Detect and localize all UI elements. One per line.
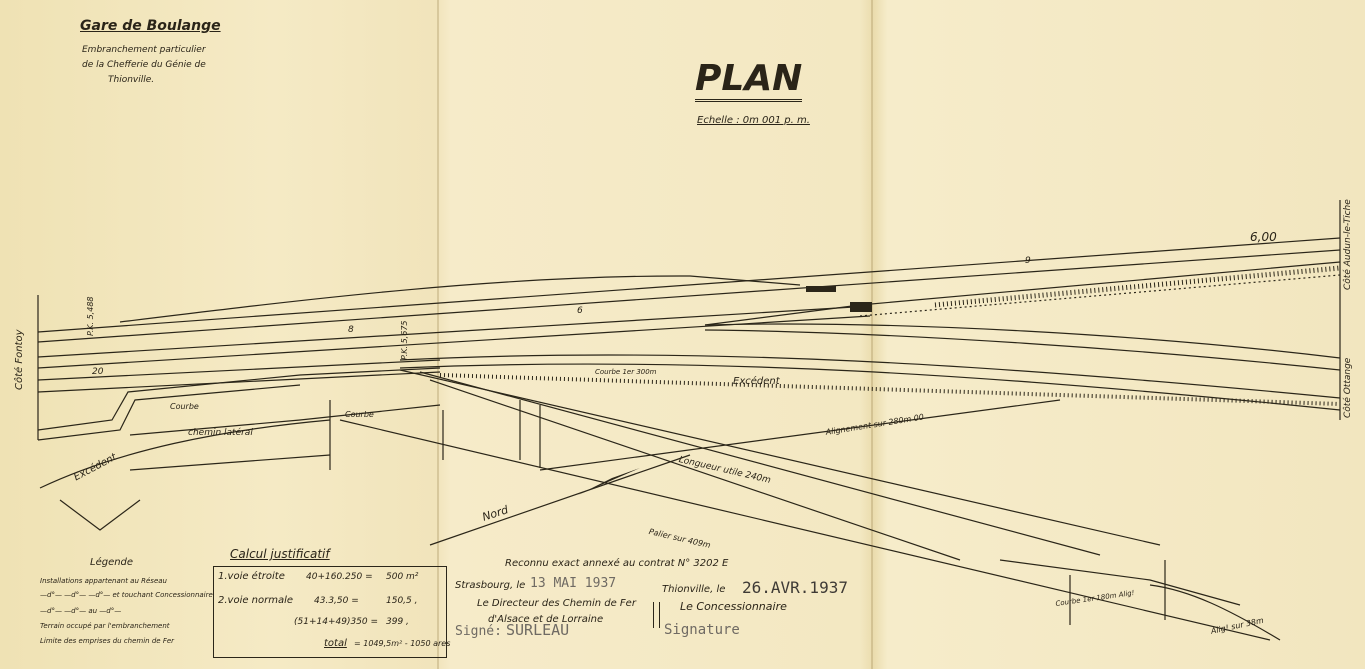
signer-name: SURLEAU: [506, 621, 570, 639]
track-number: 6: [577, 306, 583, 316]
directeur-line: d'Alsace et de Lorraine: [488, 614, 604, 625]
calcul-label: 1.voie étroite: [218, 571, 285, 582]
reconnu-text: Reconnu exact annexé au contrat N° 3202 …: [505, 558, 729, 569]
date-stamp: 13 MAI 1937: [530, 576, 617, 591]
total-label: total: [324, 638, 347, 649]
side-right-top: Côté Audun-le-Tiche: [1343, 199, 1353, 290]
track-number: 20: [92, 367, 104, 377]
calcul-value: 150,5 ‚: [386, 596, 418, 606]
excedent-label: Excédent: [733, 376, 780, 387]
building-icon: [850, 302, 872, 312]
concessionnaire-label: Le Concessionnaire: [680, 600, 787, 613]
calcul-label: 2.voie normale: [218, 595, 294, 606]
chemin-label: chemin latéral: [188, 428, 253, 438]
track-line: [37, 237, 1341, 333]
calcul-formula: (51+14+49)350 =: [294, 617, 379, 627]
courbe-label: Courbe: [170, 402, 199, 411]
legend-item: —d°— —d°— au —d°—: [40, 607, 122, 615]
calcul-formula: 40+160.250 =: [306, 572, 373, 582]
calcul-title: Calcul justificatif: [230, 547, 330, 561]
legend-item: Terrain occupé par l'embranchement: [40, 622, 170, 630]
calcul-formula: 43.3,50 =: [314, 596, 359, 606]
track-number: 9: [1025, 256, 1031, 266]
legend-item: —d°— —d°— —d°— et touchant Concessionnai…: [40, 591, 213, 599]
thionville-label: Thionville, le: [662, 584, 726, 595]
separator: [653, 602, 660, 628]
calcul-value: 399 ‚: [386, 617, 409, 627]
legend-title: Légende: [90, 557, 134, 568]
track-number: 8: [348, 325, 354, 335]
total-value: = 1049,5m² - 1050 ares: [354, 639, 451, 648]
directeur-line: Le Directeur des Chemin de Fer: [477, 598, 636, 609]
subtitle-line: Thionville.: [108, 75, 155, 85]
north-arrow-icon: [578, 468, 640, 495]
subtitle-line: Embranchement particulier: [82, 45, 206, 55]
track-value: 6,00: [1250, 230, 1277, 244]
subtitle-line: de la Chefferie du Génie de: [82, 60, 206, 70]
legend-item: Limite des emprises du chemin de Fer: [40, 637, 175, 645]
courbe-label: Courbe: [345, 410, 374, 419]
signature-placeholder: Signature: [664, 622, 740, 638]
fold-line: [437, 0, 439, 669]
scale-label: Echelle : 0m 001 p. m.: [697, 115, 810, 126]
side-left: Côté Fontoy: [14, 329, 25, 390]
strasbourg-label: Strasbourg, le: [455, 580, 526, 591]
plan-title: PLAN: [695, 58, 803, 102]
pk-label: P.K. 5,488: [86, 296, 95, 337]
calcul-value: 500 m²: [386, 572, 419, 582]
courbe-label: Courbe 1er 300m: [595, 368, 657, 376]
station-title: Gare de Boulange: [80, 18, 221, 34]
date-stamp: 26.AVR.1937: [742, 578, 848, 597]
side-right-bottom: Côté Ottange: [1343, 357, 1353, 418]
legend-item: Installations appartenant au Réseau: [40, 577, 167, 585]
signe-label: Signé:: [455, 624, 502, 639]
pk-label: P.K. 5,675: [400, 320, 409, 361]
calcul-box: 1.voie étroite 40+160.250 = 500 m² 2.voi…: [213, 566, 451, 658]
